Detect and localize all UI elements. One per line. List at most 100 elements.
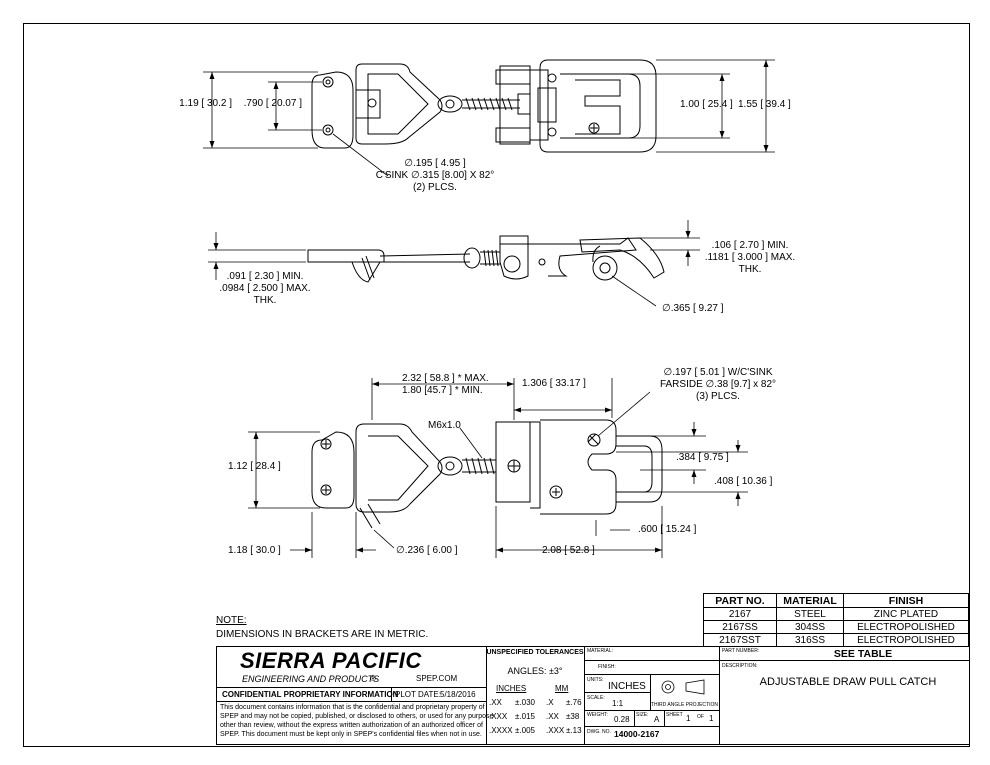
sheet-label: SHEET <box>666 712 683 718</box>
keeper-thk-line3: THK. <box>738 264 762 275</box>
top-view-dimensions <box>203 59 775 177</box>
of-value: 1 <box>709 714 714 723</box>
col-finish: FINISH <box>843 593 969 608</box>
top-wire-loop <box>355 63 443 145</box>
keeper-hole-line3: (3) PLCS. <box>696 391 740 402</box>
size-value: A <box>654 715 660 724</box>
disclaimer-line3: other than review, without the express w… <box>220 722 483 729</box>
bottom-view-drawing <box>311 419 663 529</box>
hole-note-line2: C'SINK ∅.315 [8.00] X 82° <box>375 170 495 181</box>
bottom-latch-body <box>495 421 531 503</box>
dim-overall-height: 1.19 [ 30.2 ] <box>179 98 232 109</box>
tol-cell: ±.030 <box>515 698 535 707</box>
scale-value: 1:1 <box>612 699 624 708</box>
keeper-hole-line2: FARSIDE ∅.38 [9.7] x 82° <box>659 379 777 390</box>
tol-cell: .XXXX <box>489 726 513 735</box>
side-view-dimensions <box>208 220 700 307</box>
stroke-max: 2.32 [ 58.8 ] * MAX. <box>402 373 489 384</box>
bottom-wire-loop <box>355 423 443 513</box>
base-thk-line3: THK. <box>253 295 277 306</box>
cell-material: STEEL <box>776 607 844 621</box>
weight-label: WEIGHT: <box>587 712 608 718</box>
col-part-no: PART NO. <box>703 593 777 608</box>
bottom-keeper-hook <box>616 435 663 503</box>
description-value: ADJUSTABLE DRAW PULL CATCH <box>759 676 937 688</box>
disclaimer-line4: SPEP. This document must be kept only in… <box>220 731 482 738</box>
size-label: SIZE: <box>636 712 649 718</box>
cell-part-no: 2167 <box>703 607 777 621</box>
keeper-thk-line1: .106 [ 2.70 ] MIN. <box>711 240 789 251</box>
parts-table: PART NO. MATERIAL FINISH 2167 STEEL ZINC… <box>703 593 969 647</box>
confidential-heading: CONFIDENTIAL PROPRIETARY INFORMATION <box>222 690 399 699</box>
side-latch-body <box>499 235 529 280</box>
inches-label: INCHES <box>496 684 527 693</box>
top-threaded-stud <box>462 97 520 111</box>
cell-finish: ZINC PLATED <box>843 607 969 621</box>
hole-note-line3: (2) PLCS. <box>413 182 457 193</box>
keeper-width: 1.306 [ 33.17 ] <box>522 378 586 389</box>
title-block <box>216 646 970 745</box>
dim-keeper-length: 2.08 [ 52.8 ] <box>542 545 595 556</box>
table-row: 2167SS 304SS ELECTROPOLISHED <box>703 620 969 634</box>
table-row: 2167 STEEL ZINC PLATED <box>703 607 969 621</box>
dim-base-width: 1.18 [ 30.0 ] <box>228 545 281 556</box>
material-label: MATERIAL: <box>587 648 614 654</box>
tol-cell: ±.005 <box>515 726 535 735</box>
tol-cell: ±.015 <box>515 712 535 721</box>
top-keeper-hook <box>539 59 657 153</box>
note-heading: NOTE: <box>216 615 247 626</box>
projection-symbol-icon <box>661 679 705 695</box>
dwg-no-label: DWG. NO. <box>587 729 611 735</box>
sheet-border <box>23 23 970 747</box>
base-thk-line2: .0984 [ 2.500 ] MAX. <box>219 283 311 294</box>
tol-cell: ±.13 <box>566 726 582 735</box>
description-label: DESCRIPTION: <box>722 663 758 669</box>
part-number-value: SEE TABLE <box>833 648 893 660</box>
dim-bottom-height: 1.12 [ 28.4 ] <box>228 461 281 472</box>
top-hole-lower-icon <box>322 124 334 136</box>
tol-cell: .X <box>546 698 554 707</box>
bottom-base-bracket <box>311 431 355 509</box>
cell-finish: ELECTROPOLISHED <box>843 633 969 647</box>
cell-finish: ELECTROPOLISHED <box>843 620 969 634</box>
top-base-bracket <box>311 71 354 149</box>
top-latch-body <box>499 65 531 145</box>
top-view-drawing <box>311 59 657 153</box>
company-website: SPEP.COM <box>416 674 458 683</box>
registered-mark: ® <box>370 674 376 683</box>
pin-diameter: ∅.365 [ 9.27 ] <box>662 303 724 314</box>
dim-outer-height: 1.55 [ 39.4 ] <box>738 99 791 110</box>
stroke-min: 1.80 [45.7 ] * MIN. <box>402 385 483 396</box>
company-subtitle: ENGINEERING AND PRODUCTS <box>242 674 380 684</box>
sheet-value: 1 <box>686 714 691 723</box>
bottom-keeper-plate <box>540 419 617 515</box>
bottom-threaded-stud <box>462 457 496 475</box>
hole-note-line1: ∅.195 [ 4.95 ] <box>404 158 466 169</box>
dim-hole-spacing: .790 [ 20.07 ] <box>243 98 302 109</box>
disclaimer-line2: SPEP and may not be copied, published, o… <box>220 713 494 720</box>
thread-size: M6x1.0 <box>428 420 461 431</box>
keeper-thk-line2: .1181 [ 3.000 ] MAX. <box>704 252 796 263</box>
projection-label: THIRD ANGLE PROJECTION <box>651 702 718 708</box>
drawing-number: 14000-2167 <box>614 729 660 739</box>
tol-cell: .XX <box>489 698 502 707</box>
units-value: INCHES <box>608 681 646 692</box>
tol-cell: ±.76 <box>566 698 582 707</box>
units-label: UNITS: <box>587 677 604 683</box>
table-row: 2167SST 316SS ELECTROPOLISHED <box>703 633 969 647</box>
scale-label: SCALE: <box>587 695 605 701</box>
company-logo-text: SIERRA PACIFIC <box>240 648 422 673</box>
bottom-view-dimensions <box>248 378 748 558</box>
top-hole-upper-icon <box>322 76 334 88</box>
angles-tolerance: ANGLES: ±3° <box>507 666 563 676</box>
tolerances-heading: UNSPECIFIED TOLERANCES <box>486 649 584 656</box>
dim-c: .600 [ 15.24 ] <box>638 524 697 535</box>
cell-material: 316SS <box>776 633 844 647</box>
side-view-drawing <box>307 235 665 283</box>
plot-date: 5/18/2016 <box>440 690 476 699</box>
dim-a: .384 [ 9.75 ] <box>676 452 729 463</box>
tol-cell: .XXX <box>489 712 508 721</box>
parts-table-header: PART NO. MATERIAL FINISH <box>703 593 969 608</box>
dim-b: .408 [ 10.36 ] <box>714 476 773 487</box>
